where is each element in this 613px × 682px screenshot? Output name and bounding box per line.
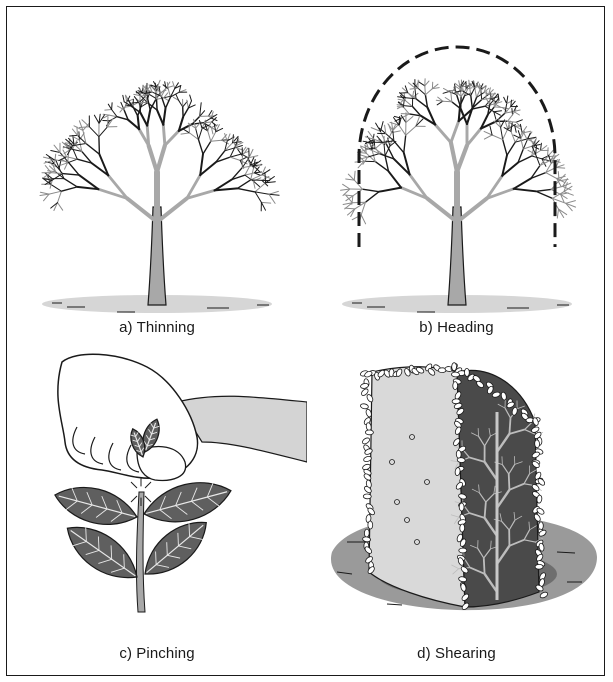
caption-shearing: d) Shearing — [307, 645, 606, 662]
pinch-spark — [145, 496, 151, 502]
leaf-upper-left — [51, 479, 142, 534]
panel-thinning: a) Thinning — [7, 7, 307, 342]
caption-pinching: c) Pinching — [7, 645, 307, 662]
sheared-hedge-illustration — [307, 342, 606, 632]
caption-thinning: a) Thinning — [7, 319, 307, 336]
caption-heading: b) Heading — [307, 319, 606, 336]
pinch-spark — [131, 496, 137, 502]
panel-shearing: d) Shearing — [307, 342, 606, 677]
figure-frame: a) Thinning b) Heading c) Pinching d) Sh… — [6, 6, 605, 676]
heading-tree-illustration — [307, 7, 606, 317]
plant-stem — [136, 492, 145, 612]
pinch-spark — [145, 482, 151, 488]
leaf-lower-left — [58, 514, 147, 590]
leaf-upper-right — [139, 473, 235, 531]
panel-heading: b) Heading — [307, 7, 606, 342]
pinch-spark — [131, 482, 137, 488]
panel-pinching: c) Pinching — [7, 342, 307, 677]
ground-tick — [387, 604, 402, 605]
hedge-sheared-face — [369, 367, 465, 607]
pinching-hand-illustration — [7, 342, 307, 632]
tree-branches — [40, 80, 279, 222]
thinning-tree-illustration — [7, 7, 307, 317]
